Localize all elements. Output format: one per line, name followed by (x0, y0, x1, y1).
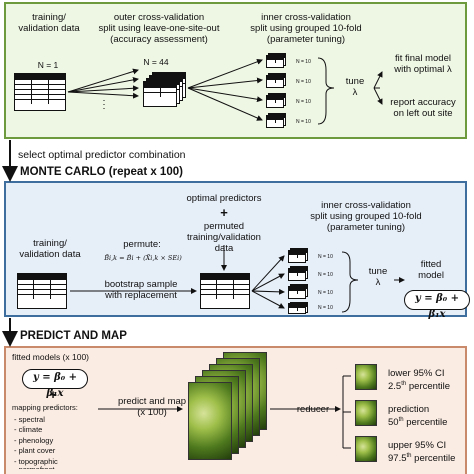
p1-training-label: training/ validation data (18, 12, 80, 34)
p1-n10-d: N = 10 (296, 119, 311, 125)
p3-plus: + (49, 387, 57, 402)
predictor-item: climate (14, 425, 58, 435)
p1-inner-cv-label: inner cross-validation split using group… (250, 12, 362, 45)
p1-n10-b: N = 10 (296, 79, 311, 85)
p3-model-formula: y = β₀ + β₁x (22, 369, 88, 399)
p1-n10-c: N = 10 (296, 99, 311, 105)
predict-map-header: PREDICT AND MAP (20, 330, 127, 342)
output-prediction-image (355, 400, 377, 426)
p2-training-label: training/ validation data (19, 238, 81, 260)
p1-n10-a: N = 10 (296, 59, 311, 65)
output-upper-ci-percentile: 97.5th percentile (388, 453, 456, 465)
p2-n10-b: N = 10 (318, 272, 333, 278)
p3-predictor-list: spectral climate phenology plant cover t… (14, 415, 58, 471)
p3-mapping-predictors-label: mapping predictors: (12, 403, 78, 412)
p2-n10-a: N = 10 (318, 254, 333, 260)
p3-fitted-models-label: fitted models (x 100) (12, 352, 90, 362)
output-lower-ci-image (355, 364, 377, 390)
predictor-item: plant cover (14, 446, 58, 456)
p2-bootstrap-label: bootstrap sample with replacement (104, 279, 178, 301)
p1-outer-cv-label: outer cross-validation split using leave… (98, 12, 220, 45)
p2-inner-cv-label: inner cross-validation split using group… (310, 200, 422, 233)
p2-optimal-predictors: optimal predictors (186, 193, 262, 204)
p1-fit-final-label: fit final model with optimal λ (394, 53, 452, 75)
select-predictors-label: select optimal predictor combination (18, 149, 186, 161)
p2-permuted-table (200, 273, 250, 309)
p2-permuted-label: permuted training/validation data (187, 221, 261, 254)
predictor-item: spectral (14, 415, 58, 425)
p2-permute-label: permute: (123, 239, 161, 250)
output-prediction-percentile: 50th percentile (388, 417, 448, 429)
p2-tune-label: tune λ (368, 266, 388, 288)
p2-data-table (17, 273, 67, 309)
p1-data-table (14, 73, 66, 111)
p1-n44-label: N = 44 (143, 57, 169, 67)
output-prediction-title: prediction (388, 404, 430, 415)
output-upper-ci-title: upper 95% CI (388, 440, 447, 451)
predictor-item: topographic (14, 457, 58, 467)
p2-model-formula: y = β₀ + β₁x (404, 290, 470, 320)
output-upper-ci-image (355, 436, 377, 462)
p2-plus: + (220, 205, 228, 220)
p2-n10-d: N = 10 (318, 305, 333, 311)
p2-n10-c: N = 10 (318, 290, 333, 296)
output-lower-ci-title: lower 95% CI (388, 368, 445, 379)
output-lower-ci-percentile: 2.5th percentile (388, 381, 451, 393)
p3-reducer-label: reducer (296, 404, 330, 415)
monte-carlo-panel (4, 181, 467, 317)
predictor-item: phenology (14, 436, 58, 446)
p1-n1-label: N = 1 (37, 60, 59, 70)
monte-carlo-header: MONTE CARLO (repeat x 100) (20, 166, 183, 178)
predictor-item: permafrost (14, 465, 58, 469)
p1-tune-label: tune λ (345, 76, 365, 98)
p1-report-label: report accuracy on left out site (390, 97, 456, 119)
p3-predict-map-label: predict and map (x 100) (117, 396, 187, 418)
p2-permute-formula: B̃i,k = B̂i + (X̃i,k × SEi) (104, 254, 182, 262)
p2-fitted-model-label: fitted model (418, 259, 444, 281)
